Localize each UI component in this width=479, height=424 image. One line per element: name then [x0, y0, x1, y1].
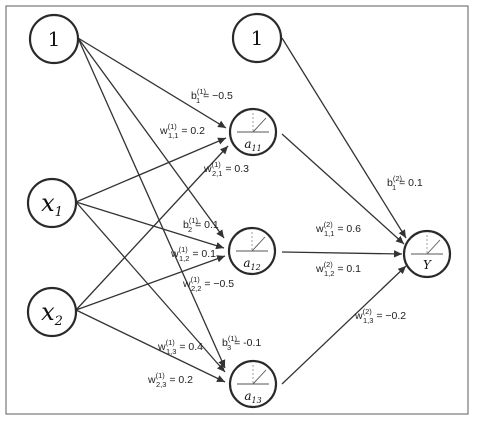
node-bias-input-label: 1 [48, 27, 61, 51]
edges-input-to-hidden [75, 37, 229, 383]
label-w21-layer1: w(1)2,1 = 0.3 [203, 160, 249, 178]
edge-x2-to-a11 [75, 145, 229, 311]
edges-hidden-to-output [281, 37, 407, 385]
label-w12-layer1: w(1)1,2 = 0.1 [170, 245, 216, 263]
node-a11-label: a11 [244, 137, 261, 153]
node-a12-label: a12 [243, 256, 260, 272]
edge-bias-to-a13 [77, 37, 226, 369]
weight-labels: b(1)1 = −0.5 w(1)1,1 = 0.2 w(1)2,1 = 0.3… [147, 87, 423, 389]
edge-x2-to-a12 [75, 255, 226, 311]
label-w23-layer1: w(1)2,3 = 0.2 [147, 371, 193, 389]
node-x2-label: x2 [41, 298, 63, 329]
label-w13-layer2: w(2)1,3 = −0.2 [354, 307, 406, 325]
label-b1-layer2: b(2)1 = 0.1 [387, 174, 423, 192]
node-output-y-label: Y [423, 258, 432, 272]
edge-x1-to-a13 [75, 201, 226, 373]
edge-x1-to-a12 [75, 201, 225, 250]
node-x2: x2 [26, 286, 78, 338]
label-w13-layer1: w(1)1,3 = 0.4 [157, 338, 203, 356]
edge-a13-to-y [281, 265, 407, 385]
label-b1-layer1: b(1)1 = −0.5 [191, 87, 233, 105]
label-b3-layer1: b(1)3 = -0.1 [222, 334, 261, 352]
edge-a11-to-y [281, 133, 405, 245]
diagram-frame [5, 5, 469, 415]
edge-bias-to-y [281, 37, 407, 239]
node-bias-hidden-label: 1 [251, 26, 264, 50]
edge-x2-to-a13 [75, 309, 226, 383]
label-w11-layer2: w(2)1,1 = 0.6 [315, 220, 361, 238]
node-x1-label: x1 [41, 189, 63, 220]
edge-x1-to-a11 [75, 137, 227, 203]
edge-bias-to-a11 [77, 37, 227, 129]
label-b2-layer1: b(1)2 = 0.1 [183, 216, 219, 234]
node-a11: a11 [228, 107, 278, 157]
label-w11-layer1: w(1)1,1 = 0.2 [159, 122, 205, 140]
node-output-y: Y [402, 229, 452, 279]
label-w22-layer1: w(1)2,2 = −0.5 [182, 275, 234, 293]
edge-bias-to-a12 [77, 37, 225, 239]
node-a12: a12 [227, 226, 277, 276]
node-a13-label: a13 [244, 389, 261, 405]
node-x1: x1 [26, 177, 78, 229]
node-a13: a13 [228, 359, 278, 409]
node-bias-input: 1 [28, 13, 80, 65]
edge-a12-to-y [281, 250, 403, 258]
node-bias-hidden: 1 [231, 12, 283, 64]
label-w12-layer2: w(2)1,2 = 0.1 [315, 260, 361, 278]
